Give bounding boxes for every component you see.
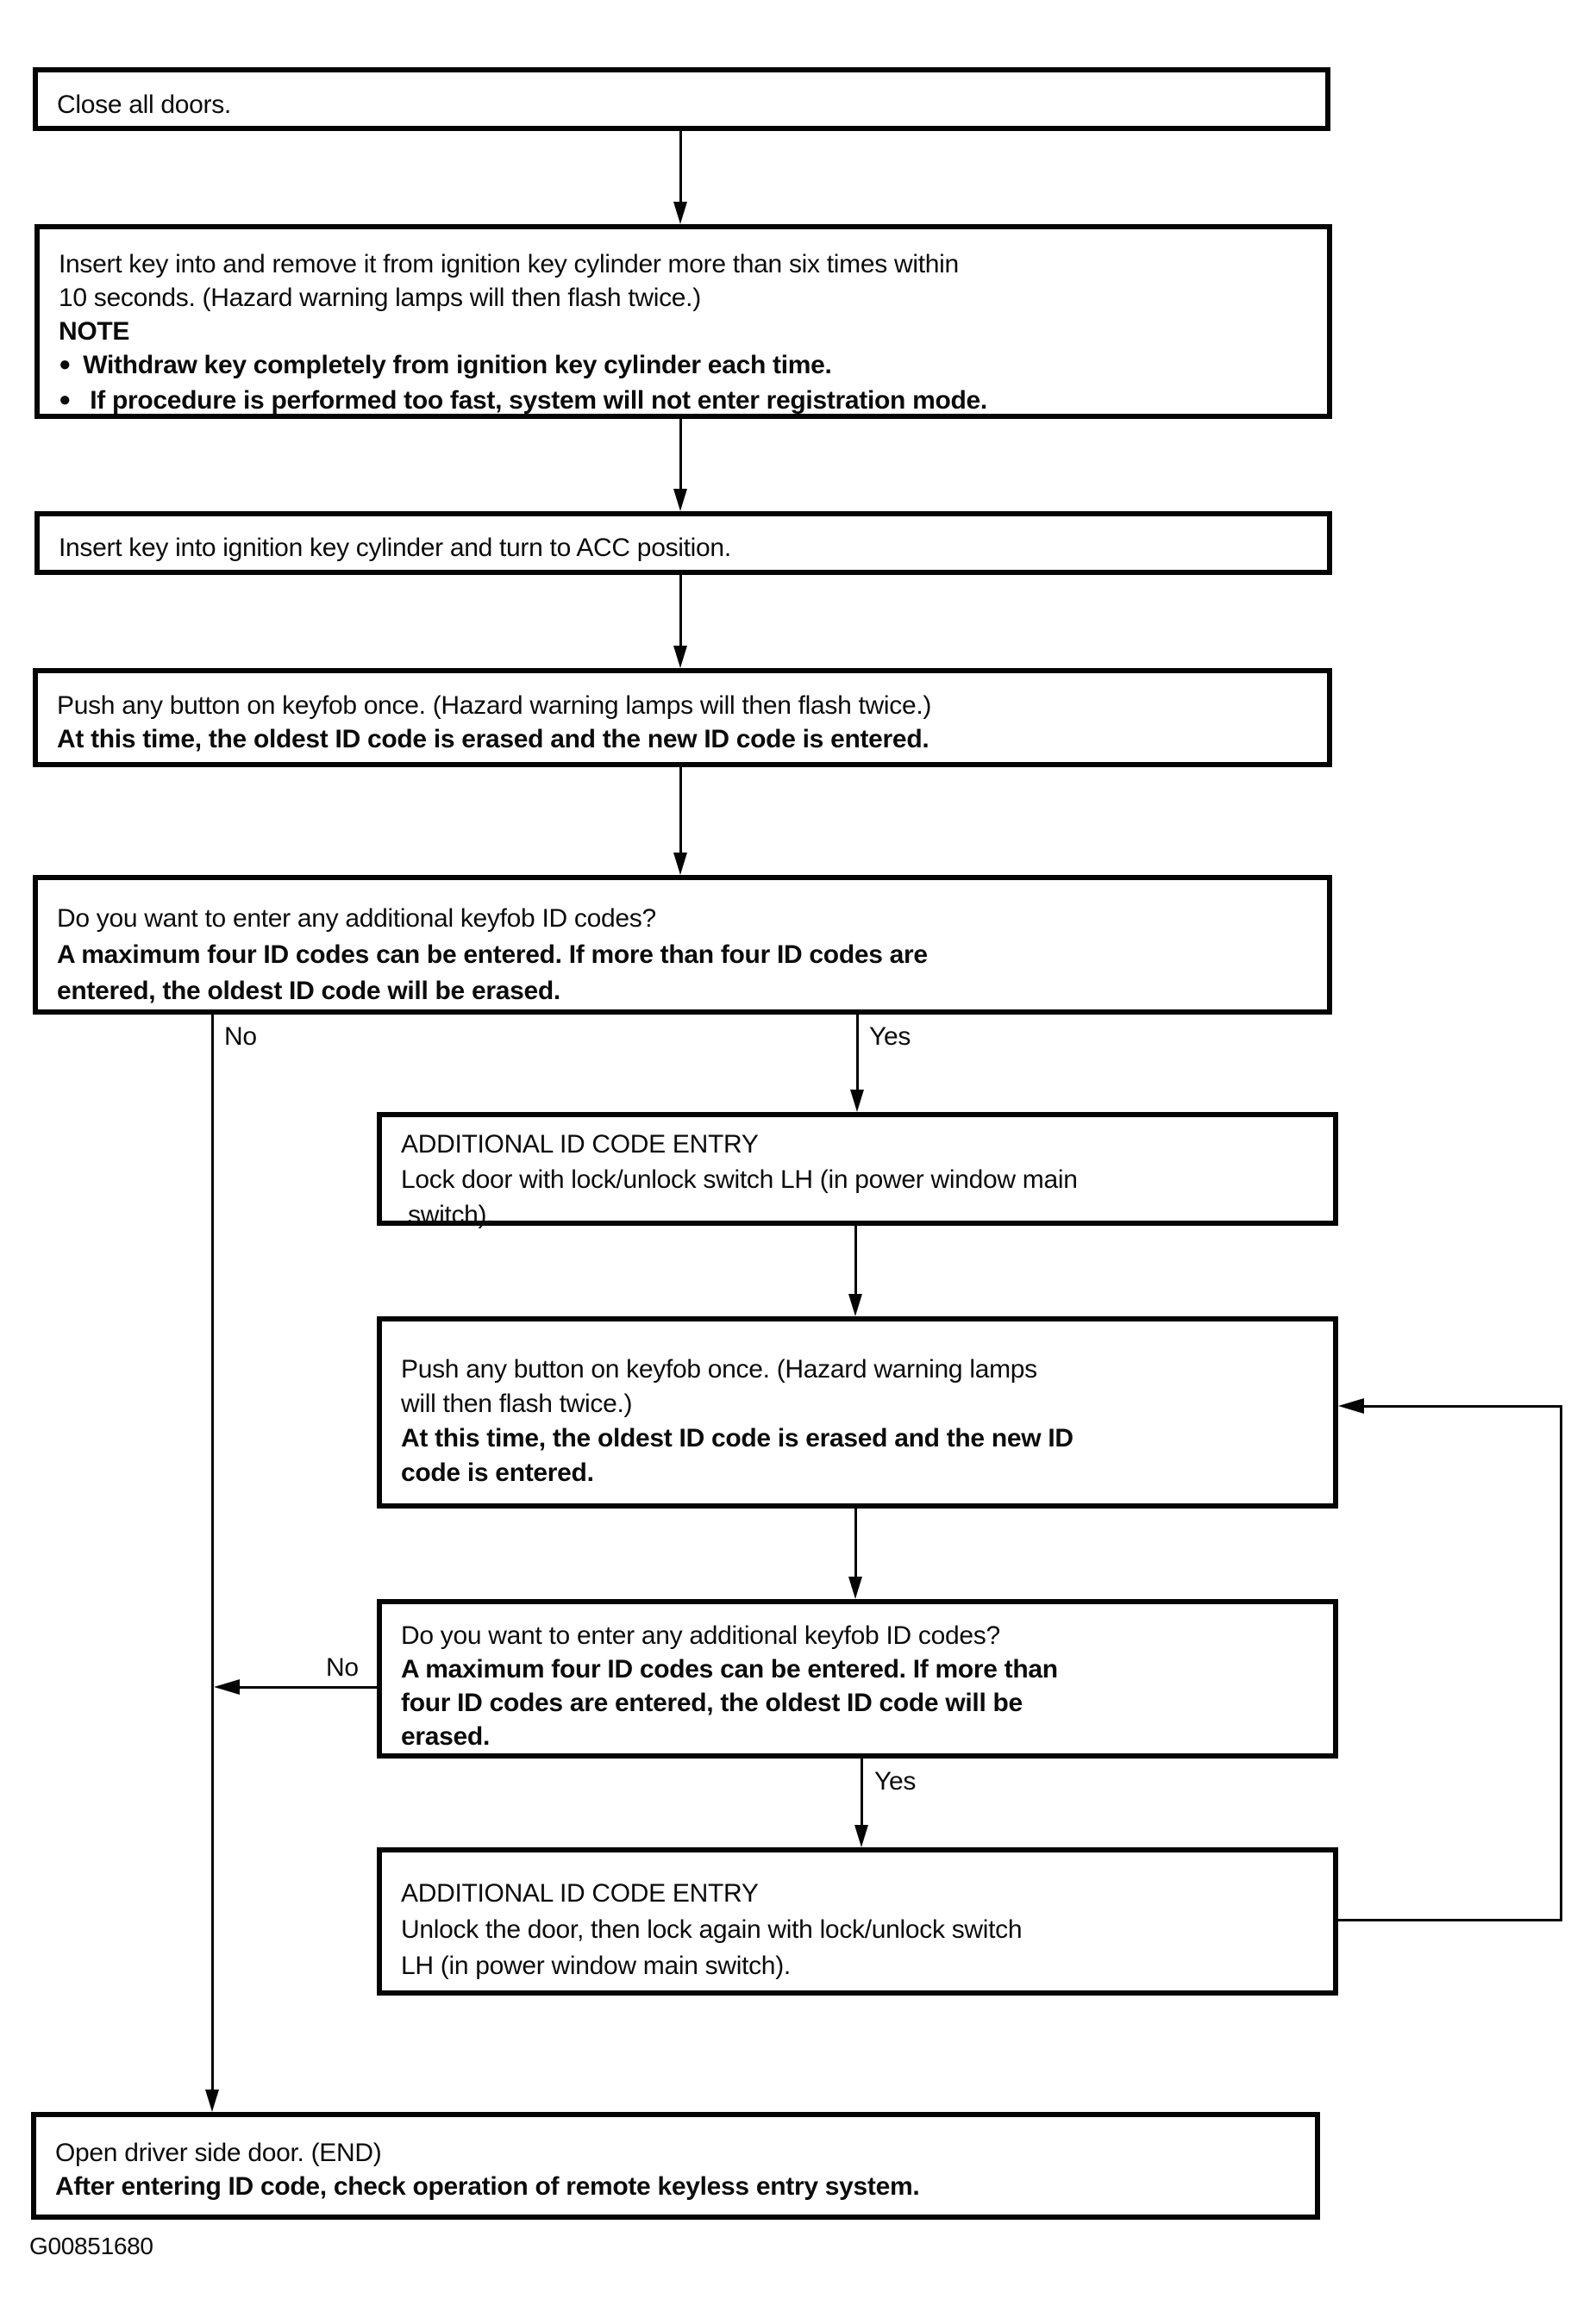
step-text-bold: At this time, the oldest ID code is eras…	[401, 1424, 1073, 1452]
step-text: Unlock the door, then lock again with lo…	[401, 1915, 1023, 1944]
decision-question: Do you want to enter any additional keyf…	[401, 1621, 1000, 1650]
step-text: Push any button on keyfob once. (Hazard …	[401, 1355, 1037, 1384]
step-close-doors: Close all doors.	[33, 67, 1330, 131]
step-additional-entry-2: ADDITIONAL ID CODE ENTRY Unlock the door…	[377, 1847, 1338, 1996]
step-text: LH (in power window main switch).	[401, 1952, 791, 1980]
decision-detail: four ID codes are entered, the oldest ID…	[401, 1689, 1023, 1717]
connector-line	[679, 767, 682, 854]
step-push-button-2: Push any button on keyfob once. (Hazard …	[377, 1316, 1338, 1509]
step-text: Insert key into ignition key cylinder an…	[59, 534, 731, 562]
branch-label-yes-2: Yes	[874, 1767, 917, 1796]
connector-no-branch-line	[236, 1686, 377, 1689]
step-text: Push any button on keyfob once. (Hazard …	[57, 691, 932, 720]
arrowhead-down-icon	[848, 1577, 862, 1599]
arrowhead-down-icon	[673, 202, 687, 224]
note-heading: NOTE	[59, 317, 130, 346]
figure-id: G00851680	[29, 2233, 153, 2259]
connector-line	[854, 1509, 857, 1578]
step-insert-key-acc: Insert key into ignition key cylinder an…	[34, 511, 1332, 575]
step-text: Close all doors.	[57, 91, 231, 119]
feedback-loop-bottom-line	[1338, 1919, 1562, 1921]
step-text: Insert key into and remove it from ignit…	[59, 250, 959, 278]
arrowhead-down-icon	[673, 853, 687, 875]
arrowhead-down-icon	[848, 1294, 862, 1316]
branch-label-yes-1: Yes	[869, 1022, 911, 1051]
branch-label-no-1: No	[224, 1022, 257, 1051]
decision-detail: A maximum four ID codes can be entered. …	[57, 940, 928, 969]
arrowhead-down-icon	[850, 1090, 864, 1112]
connector-line	[679, 575, 682, 647]
step-text-bold: After entering ID code, check operation …	[55, 2172, 920, 2201]
connector-line	[679, 131, 682, 203]
step-text: Lock door with lock/unlock switch LH (in…	[401, 1165, 1078, 1194]
connector-line	[679, 419, 682, 490]
arrowhead-down-icon	[205, 2090, 219, 2112]
connector-no-branch-line	[211, 1015, 214, 2091]
step-text: 10 seconds. (Hazard warning lamps will t…	[59, 284, 701, 312]
arrowhead-down-icon	[673, 489, 687, 511]
step-end-open-door: Open driver side door. (END) After enter…	[31, 2112, 1320, 2220]
feedback-loop-top-line	[1362, 1405, 1562, 1408]
step-title: ADDITIONAL ID CODE ENTRY	[401, 1130, 759, 1159]
feedback-loop-vertical-line	[1560, 1406, 1562, 1921]
connector-yes-branch-line	[861, 1759, 863, 1827]
connector-line	[854, 1226, 857, 1296]
step-insert-remove-key: Insert key into and remove it from ignit…	[34, 224, 1332, 419]
decision-detail: erased.	[401, 1722, 490, 1751]
arrowhead-down-icon	[673, 646, 687, 668]
arrowhead-down-icon	[854, 1825, 868, 1847]
decision-additional-codes-2: Do you want to enter any additional keyf…	[377, 1599, 1338, 1759]
step-text-bold: At this time, the oldest ID code is eras…	[57, 725, 929, 753]
decision-detail: A maximum four ID codes can be entered. …	[401, 1655, 1058, 1684]
step-additional-entry-1: ADDITIONAL ID CODE ENTRY Lock door with …	[377, 1112, 1338, 1229]
bullet-icon: ●	[59, 388, 72, 411]
branch-label-no-2: No	[326, 1653, 359, 1682]
note-bullet-text: Withdraw key completely from ignition ke…	[83, 351, 832, 379]
connector-yes-branch-line	[856, 1015, 859, 1091]
step-text: will then flash twice.)	[401, 1390, 633, 1418]
step-push-button-1: Push any button on keyfob once. (Hazard …	[33, 668, 1332, 767]
arrowhead-left-icon	[214, 1679, 240, 1695]
decision-additional-codes-1: Do you want to enter any additional keyf…	[33, 875, 1332, 1015]
note-bullet-text: If procedure is performed too fast, syst…	[90, 386, 987, 415]
decision-question: Do you want to enter any additional keyf…	[57, 904, 656, 933]
step-text-bold: code is entered.	[401, 1459, 594, 1487]
step-text: Open driver side door. (END)	[55, 2139, 382, 2167]
step-text: switch).	[408, 1201, 494, 1229]
arrowhead-left-icon	[1338, 1398, 1364, 1414]
note-bullet-item: ● Withdraw key completely from ignition …	[59, 348, 1313, 384]
decision-detail: entered, the oldest ID code will be eras…	[57, 977, 560, 1005]
note-bullet-item: ● If procedure is performed too fast, sy…	[59, 384, 1313, 419]
bullet-icon: ●	[59, 353, 72, 376]
step-title: ADDITIONAL ID CODE ENTRY	[401, 1879, 759, 1908]
